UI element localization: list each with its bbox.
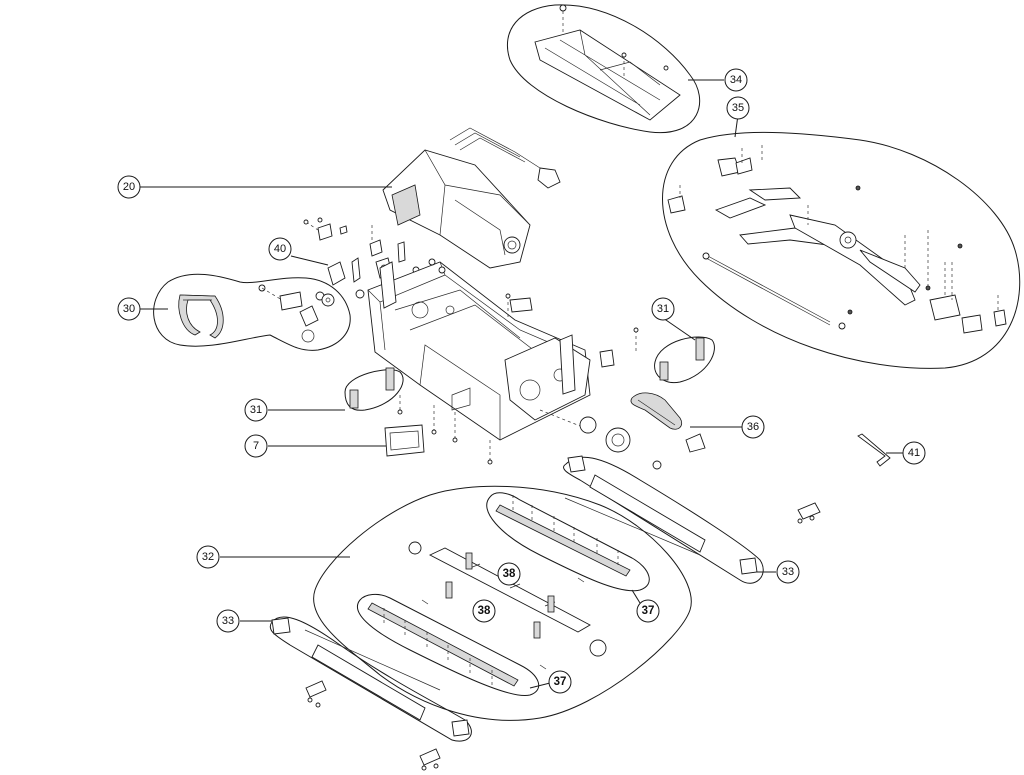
callout-33-left: 33 [216,609,240,633]
svg-text:7: 7 [253,440,259,452]
callout-36: 36 [741,415,765,439]
spring-31-right [654,336,715,384]
group-30-chain-assembly [153,273,351,351]
group-32-cutterhead-assembly [313,485,692,721]
svg-text:36: 36 [747,421,759,433]
part-41-hex-key [857,433,891,467]
callout-40: 40 [268,237,292,261]
clip-bottom-center [419,748,441,771]
frame-fasteners [397,293,639,465]
callout-38-lower: 38 [472,599,496,623]
callout-41: 41 [902,441,926,465]
roller-33-right [563,455,764,584]
svg-text:33: 33 [222,615,234,627]
callout-37-upper: 37 [636,599,660,623]
callout-37-lower: 37 [548,670,572,694]
callout-32: 32 [196,545,220,569]
svg-text:31: 31 [250,404,262,416]
svg-text:37: 37 [554,676,567,688]
group-40-small-parts [303,217,420,301]
motor-assembly [382,127,561,269]
svg-text:38: 38 [503,568,516,580]
part-7-plate [384,424,425,457]
svg-text:40: 40 [274,243,286,255]
group-34-top-cover [506,4,701,134]
svg-text:35: 35 [732,102,744,114]
svg-text:37: 37 [642,605,655,617]
clip-right [797,502,821,524]
callout-35: 35 [726,96,750,120]
callout-34: 34 [724,68,748,92]
svg-text:38: 38 [478,605,491,617]
callout-33-right: 33 [776,560,800,584]
main-frame [367,258,591,441]
svg-text:41: 41 [908,447,920,459]
svg-text:30: 30 [123,303,135,315]
spring-31-left [344,367,404,411]
svg-text:33: 33 [782,566,794,578]
group-35-depth-mechanism [662,131,1021,369]
callout-31-right: 31 [651,297,675,321]
belt-36 [579,392,706,470]
callout-30: 30 [117,297,141,321]
svg-text:34: 34 [730,74,742,86]
svg-text:32: 32 [202,551,214,563]
callout-38-upper: 38 [497,562,521,586]
clip-bottom-left [305,680,327,708]
svg-text:20: 20 [123,181,135,193]
svg-text:31: 31 [657,303,669,315]
roller-33-left [269,616,472,742]
callout-20: 20 [117,175,141,199]
callout-7: 7 [244,434,268,458]
callout-31-left: 31 [244,398,268,422]
